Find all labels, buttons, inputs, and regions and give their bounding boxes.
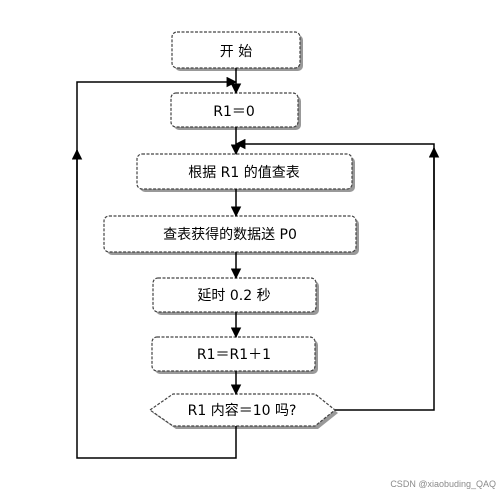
decision-label: R1 内容＝10 吗?: [188, 402, 297, 419]
watermark-text: CSDN @xiaobuding_QAQ: [390, 479, 496, 489]
start-label: 开 始: [220, 44, 252, 60]
init-label: R1＝0: [213, 104, 255, 120]
delay-label: 延时 0.2 秒: [197, 288, 270, 304]
delay-node: 延时 0.2 秒: [152, 277, 319, 315]
decision-node: R1 内容＝10 吗?: [148, 393, 338, 429]
loop-no-back-to-lookup: [234, 138, 435, 411]
lookup-node: 根据 R1 的值查表: [136, 153, 355, 192]
send-label: 查表获得的数据送 P0: [163, 226, 297, 243]
increment-label: R1＝R1＋1: [197, 347, 271, 363]
send-node: 查表获得的数据送 P0: [103, 215, 359, 255]
loop-yes-back-to-init: [76, 76, 238, 459]
start-node: 开 始: [171, 31, 303, 71]
lookup-label: 根据 R1 的值查表: [188, 165, 300, 181]
increment-node: R1＝R1＋1: [151, 336, 318, 374]
init-node: R1＝0: [170, 92, 301, 130]
